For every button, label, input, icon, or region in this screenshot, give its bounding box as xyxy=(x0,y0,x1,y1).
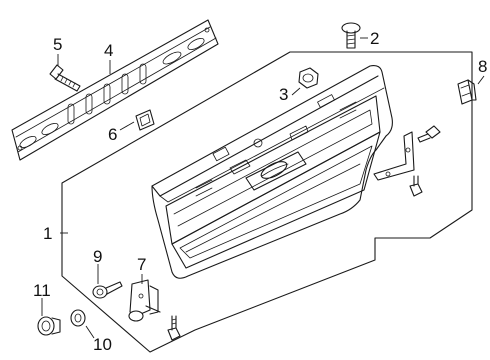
callout-8: 8 xyxy=(478,57,487,76)
callout-3: 3 xyxy=(279,85,288,104)
hinge-bracket-part-7 xyxy=(128,279,161,322)
callout-9: 9 xyxy=(93,247,102,266)
clip-part-8 xyxy=(457,79,477,105)
bolt-part-5 xyxy=(49,64,81,92)
callout-7: 7 xyxy=(137,255,146,274)
leader-lines xyxy=(41,37,485,339)
bolt-lower xyxy=(167,315,181,341)
clip-part-6 xyxy=(135,109,155,131)
callout-6: 6 xyxy=(108,125,117,144)
assembly-outline xyxy=(61,51,473,353)
tailgate-panel xyxy=(151,65,393,279)
callout-5: 5 xyxy=(53,35,62,54)
nut-part-3 xyxy=(298,67,319,89)
bushing-part-11 xyxy=(37,316,61,336)
washer-part-10 xyxy=(70,309,86,327)
callout-11: 11 xyxy=(33,281,51,300)
callout-1: 1 xyxy=(43,224,52,243)
bolt-part-2 xyxy=(341,22,361,49)
callout-10: 10 xyxy=(93,335,112,354)
stud-part-9 xyxy=(92,281,123,299)
callout-2: 2 xyxy=(370,29,379,48)
hinge-bracket-right xyxy=(373,125,441,197)
tailgate-reinforcement xyxy=(11,19,219,161)
callout-4: 4 xyxy=(104,41,113,60)
